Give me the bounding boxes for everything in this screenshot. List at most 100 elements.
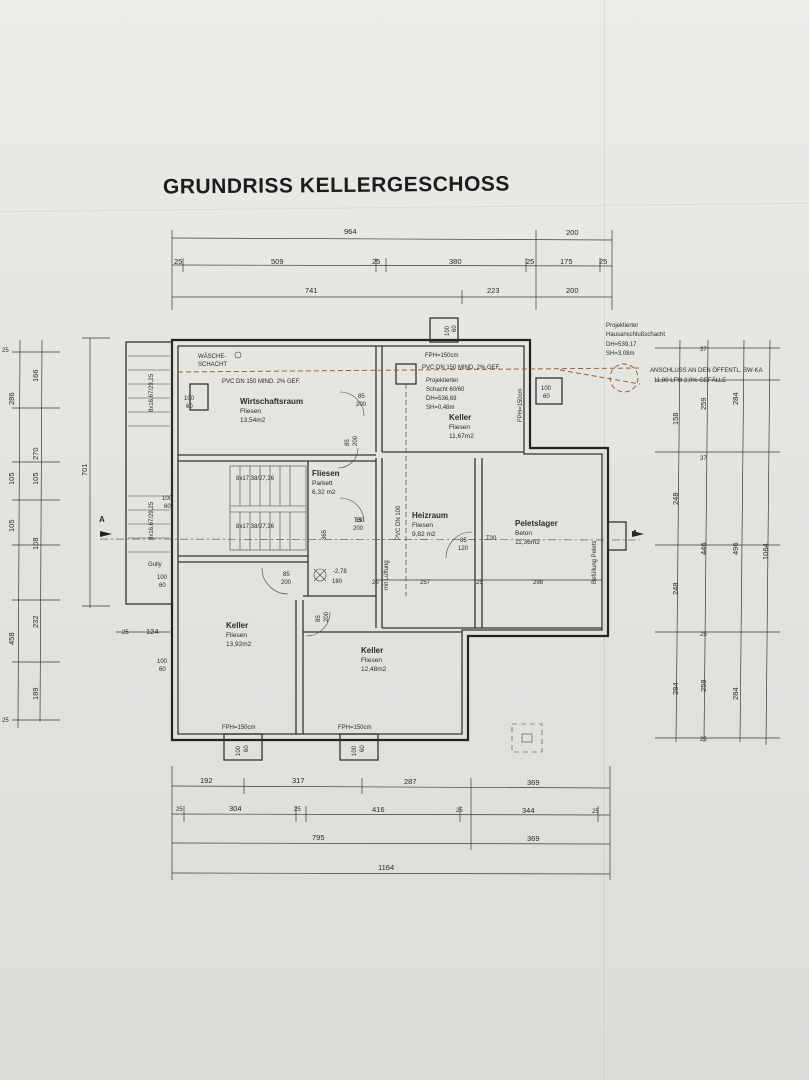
room-name: Keller — [449, 413, 471, 422]
room-floor: Fliesen — [226, 632, 247, 639]
dim-right-496: 496 — [731, 542, 740, 555]
dim-bottom-25d: 25 — [592, 809, 599, 815]
opening-dimensions: 85 200 85 200 85 200 85 120 85 200 85 20… — [157, 325, 602, 756]
room-keller-bottom: Keller Fliesen 12,48m2 — [361, 646, 387, 673]
win-top-60: 60 — [452, 325, 458, 332]
building-walls — [99, 317, 644, 761]
dim-top-741: 741 — [305, 286, 318, 295]
dim-top-25c: 25 — [526, 257, 534, 266]
dim-bottom-369a: 369 — [527, 778, 540, 787]
room-area: 11,36m2 — [515, 539, 540, 546]
door-height-3: 200 — [353, 526, 364, 532]
dim-left-105c: 105 — [31, 472, 40, 485]
door-height-5: 200 — [281, 580, 292, 586]
dim-right-284a: 284 — [671, 682, 680, 695]
room-area: 12,48m2 — [361, 666, 387, 673]
note-stairs-3: 8x16,67/29,25 — [149, 373, 155, 412]
note-pvc-dn100: PVC DN 100 — [396, 505, 402, 540]
dim-bottom-25c: 25 — [456, 808, 463, 814]
room-name: Fliesen — [312, 469, 340, 478]
dim-right-284c: 284 — [731, 687, 740, 700]
val-257: 257 — [420, 580, 431, 586]
dim-bottom-344: 344 — [522, 806, 535, 815]
note-proj-schacht-4: SH=0,48m — [426, 405, 455, 411]
room-area: 6,32 m2 — [312, 489, 336, 496]
dim-right-248b: 248 — [671, 582, 680, 595]
dim-right-25b: 25 — [700, 737, 707, 743]
room-peletslager: Peletslager Beton 11,36m2 — [515, 519, 558, 546]
dim-top-509: 509 — [271, 257, 284, 266]
note-befuellung: Befüllung Pelets — [592, 541, 598, 584]
note-haus-2: Hausanschlußschacht — [606, 332, 665, 338]
room-area: 13,92m2 — [226, 641, 252, 648]
door-width-5: 85 — [283, 572, 290, 578]
note-fph-bottom-right: FPH=150cm — [338, 725, 372, 731]
dim-top-964: 964 — [344, 227, 357, 236]
note-anschluss-2: 11,80 LFM 2,0% GEFÄLLE — [654, 377, 726, 384]
left-dimension-chains: 286 105 105 458 166 270 105 108 232 189 … — [2, 337, 170, 729]
section-marker-right: A — [632, 529, 638, 538]
bottom-dimension-chains: 192 317 287 369 25 304 25 416 25 344 25 … — [171, 766, 611, 880]
dim-top-223: 223 — [487, 286, 500, 295]
win-bottom-60b: 60 — [360, 745, 366, 752]
note-mit-lueftung: mit Lüftung — [384, 560, 390, 590]
room-name: Keller — [226, 621, 248, 630]
door-height-4: 120 — [458, 546, 469, 552]
dim-left-232: 232 — [31, 615, 40, 628]
dim-left-25b: 25 — [2, 718, 9, 724]
dim-bottom-192: 192 — [200, 776, 213, 785]
dim-top-200: 200 — [566, 228, 579, 237]
win-right-60: 60 — [543, 394, 550, 400]
room-floor: Fliesen — [240, 408, 261, 415]
room-floor: Fliesen — [412, 522, 433, 529]
door-height-6: 200 — [324, 611, 330, 622]
dim-bottom-304: 304 — [229, 804, 242, 813]
note-proj-schacht-1: Projektierter — [426, 378, 458, 384]
val-25b: 25 — [476, 580, 483, 586]
note-proj-schacht-3: DH=536,69 — [426, 396, 457, 402]
win-left-100d: 100 — [157, 659, 168, 665]
dim-top-380: 380 — [449, 257, 462, 266]
win-bottom-100b: 100 — [352, 745, 358, 756]
dim-right-446: 446 — [699, 542, 708, 555]
win-right-100: 100 — [541, 386, 552, 392]
room-wirtschaftsraum: Wirtschaftsraum Fliesen 13,54m2 — [240, 397, 303, 424]
plan-annotations: WÄSCHE- SCHACHT PVC DN 150 MIND. 2% GEF.… — [99, 323, 763, 731]
door-width-4: 85 — [460, 538, 467, 544]
win-top-100: 100 — [445, 325, 451, 336]
room-floor: Beton — [515, 530, 532, 537]
note-fph-top: FPH=150cm — [425, 353, 459, 359]
room-name: Keller — [361, 646, 383, 655]
note-waesche: WÄSCHE- — [198, 353, 226, 360]
room-flur: Fliesen Parkett 6,32 m2 — [312, 469, 340, 496]
note-proj-schacht-2: Schacht 60/60 — [426, 387, 465, 393]
note-haus-3: DH=539,17 — [606, 342, 637, 348]
note-t30-b: T30 — [486, 536, 497, 542]
note-pvc-right: PVC DN 150 MIND. 2% GEF. — [422, 365, 501, 371]
note-gully: Gully — [148, 562, 162, 568]
dim-right-284b: 284 — [731, 392, 740, 405]
dim-right-37b: 37 — [700, 456, 707, 462]
dim-bottom-795: 795 — [312, 833, 325, 842]
dim-right-37a: 37 — [700, 347, 707, 353]
door-height-1: 200 — [356, 402, 367, 408]
note-haus-4: SH=3,08m — [606, 351, 635, 357]
dim-bottom-317: 317 — [292, 776, 305, 785]
dim-top-175: 175 — [560, 257, 573, 266]
room-name: Wirtschaftsraum — [240, 397, 303, 406]
door-width-1: 85 — [358, 394, 365, 400]
dim-left-458: 458 — [7, 632, 16, 645]
win-left-60b: 60 — [164, 504, 171, 510]
dim-right-25a: 25 — [700, 632, 707, 638]
dim-left-189: 189 — [31, 687, 40, 700]
dim-left-270: 270 — [31, 447, 40, 460]
room-keller-top: Keller Fliesen 11,67m2 — [449, 413, 474, 440]
door-width-3: 85 — [355, 518, 362, 524]
room-heizraum: Heizraum Fliesen 9,82 m2 — [412, 511, 448, 538]
val-180: 180 — [332, 579, 343, 585]
door-height-2: 200 — [353, 435, 359, 446]
dim-top-25a: 25 — [174, 257, 182, 266]
win-left-100b: 100 — [162, 496, 173, 502]
dim-right-1064: 1064 — [761, 543, 770, 560]
